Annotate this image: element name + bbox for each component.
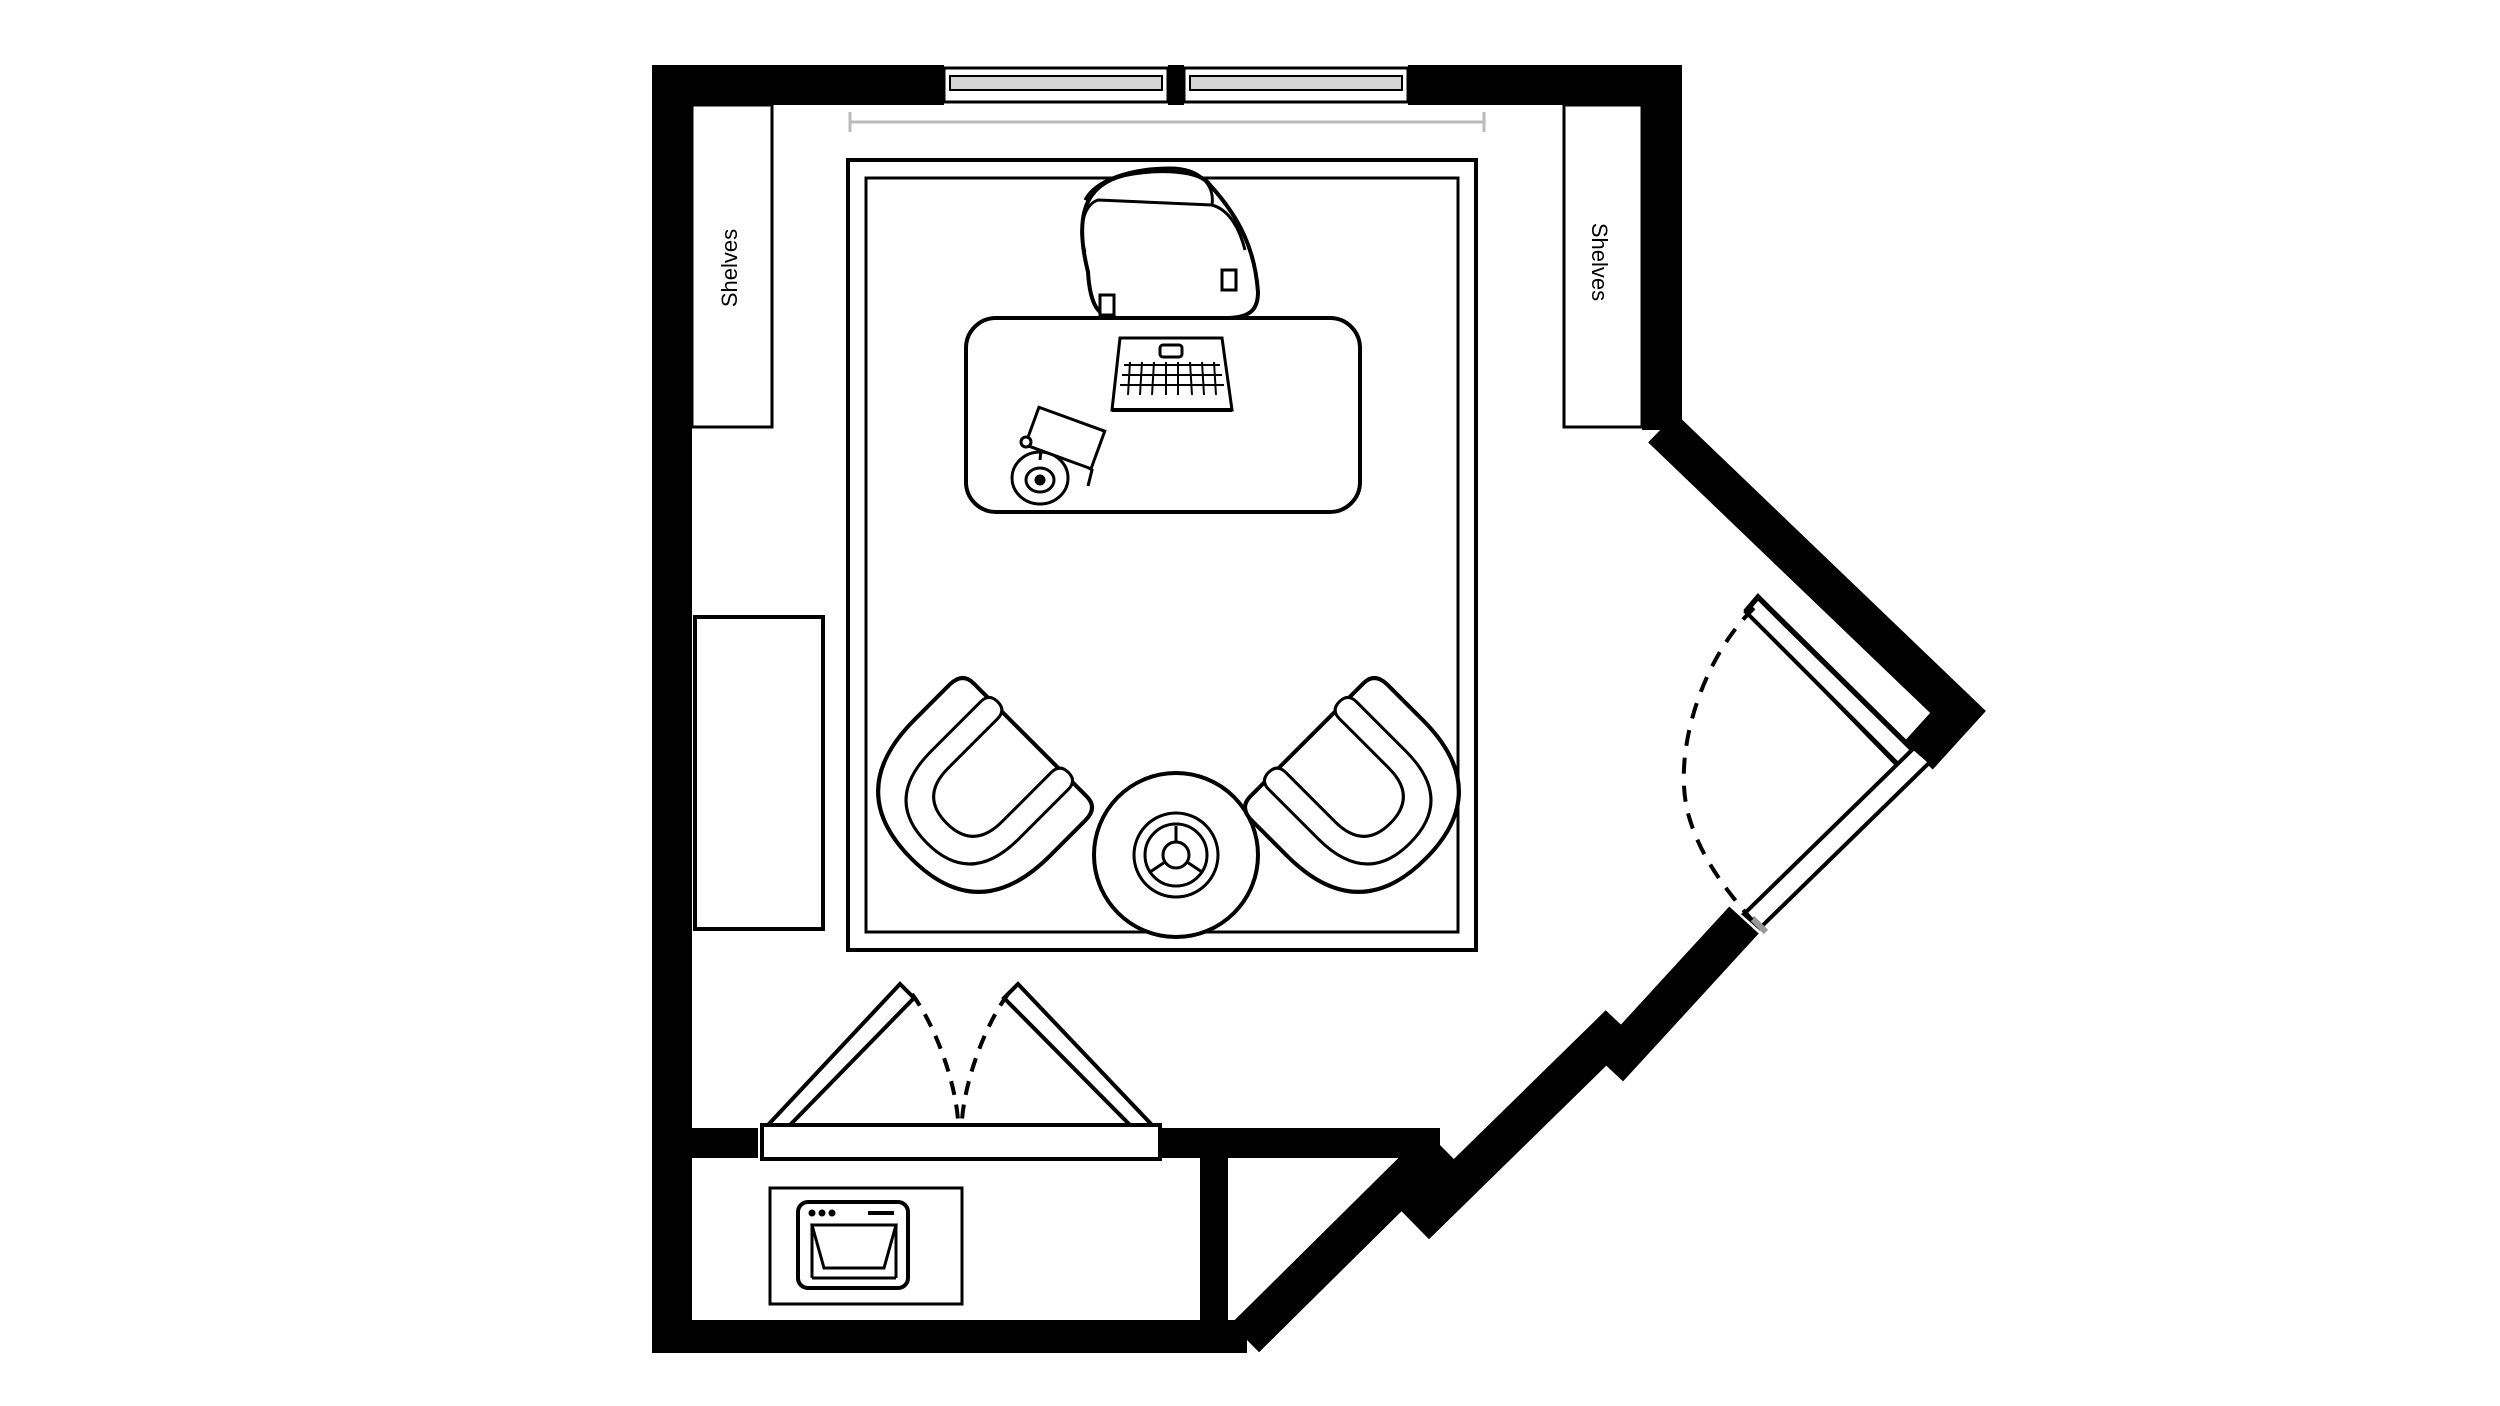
wall-top-mullion [1168, 65, 1184, 105]
lounge-chair-icon [876, 675, 1095, 894]
shelves-left: Shelves [690, 103, 774, 429]
wall-closet-divider [1200, 1128, 1228, 1328]
office-chair-icon [1080, 166, 1261, 320]
shelves-right: Shelves [1562, 103, 1644, 429]
angled-walls [1230, 413, 1986, 1353]
closet-bifold-door-icon [760, 981, 1162, 1161]
wall-bottom [652, 1320, 1247, 1353]
lounge-chair-left [876, 675, 1095, 894]
wall-top-left [652, 65, 944, 105]
round-side-table-icon [1092, 771, 1260, 939]
laptop-icon [1110, 336, 1234, 412]
shelves-right-label: Shelves [1587, 223, 1612, 301]
wall-angled-upper [1648, 413, 1986, 770]
entry-door-jamb [1741, 745, 1933, 931]
closet-door-arc-left [910, 992, 960, 1121]
shelves-left-label: Shelves [717, 229, 742, 307]
lounge-chair-right [1242, 675, 1461, 894]
wall-top-right [1408, 65, 1680, 105]
closet-door-right [1001, 981, 1157, 1127]
closet-door-arc-right [960, 992, 1010, 1121]
walls [652, 65, 1682, 1353]
closet-door-left [763, 981, 917, 1127]
door-swing-icon [1681, 593, 1933, 935]
top-windows [848, 66, 1486, 132]
wall-closet-left [692, 1128, 758, 1158]
entry-door-arc [1681, 606, 1756, 922]
lounge-chair-icon [1242, 675, 1461, 894]
wall-angled-lower [1230, 1130, 1455, 1353]
desk-lamp-icon [1010, 405, 1107, 506]
side-cabinet [693, 615, 825, 931]
closet-door-track [760, 1123, 1162, 1161]
printer-icon [796, 1200, 910, 1290]
wall-angled-mid [1401, 906, 1759, 1240]
wall-right-upper [1642, 65, 1682, 430]
wall-left [652, 65, 692, 1353]
